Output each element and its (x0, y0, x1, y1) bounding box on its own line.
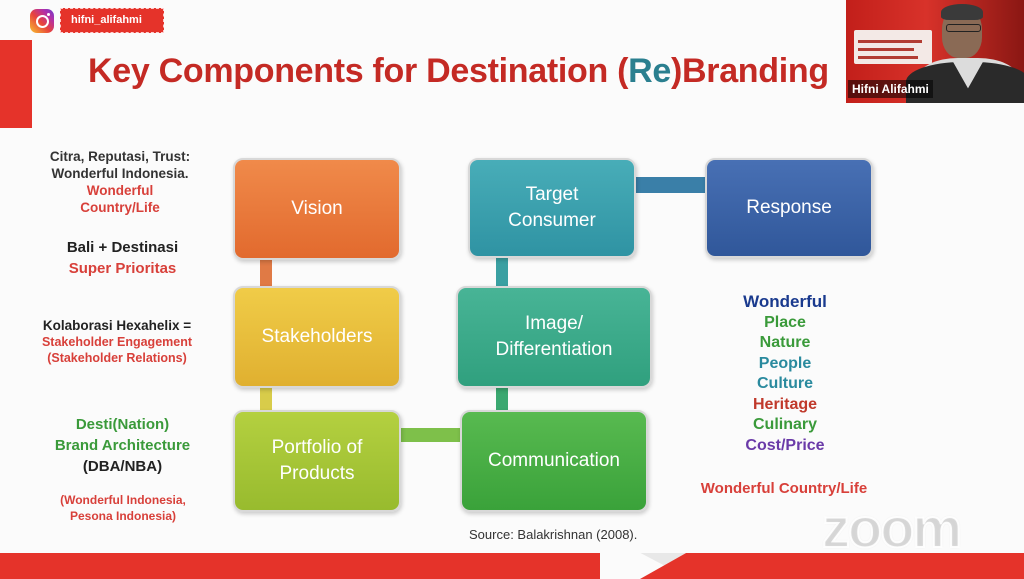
communication-label: Communication (488, 450, 620, 471)
note-line: Pesona Indonesia) (69, 509, 177, 523)
note-line: (Stakeholder Relations) (47, 351, 187, 365)
connector-target-response (634, 177, 710, 193)
title-part-2: )Branding (670, 52, 829, 90)
note-line: Desti(Nation) (75, 416, 170, 433)
note-line: Wonderful Indonesia. (51, 166, 189, 181)
list-item: Wonderful (743, 292, 827, 311)
image-label-2: Differentiation (495, 339, 613, 360)
note-line: Country/Life (80, 200, 160, 215)
wonderful-tagline: Wonderful Country/Life (700, 480, 868, 497)
source-citation: Source: Balakrishnan (2008). (469, 527, 638, 542)
instagram-handle: hifni_alifahmi (60, 8, 164, 33)
connector-vision-stakeholders (260, 256, 272, 290)
list-item: Cost/Price (745, 436, 825, 454)
response-label: Response (746, 197, 832, 218)
connector-target-image (496, 254, 508, 288)
note-line: Wonderful (86, 183, 154, 198)
vision-label: Vision (291, 198, 343, 219)
webcam-video-tile[interactable]: Hifni Alifahmi (846, 0, 1024, 103)
poster-line (858, 48, 914, 51)
image-label-1: Image/ (524, 313, 584, 334)
connector-stakeholders-portfolio (260, 384, 272, 414)
stakeholders-label: Stakeholders (261, 326, 373, 347)
communication-box: Communication (460, 410, 648, 512)
bottom-red-stripe-left (0, 553, 600, 579)
list-item: Heritage (752, 395, 818, 413)
target-label-2: Consumer (508, 210, 596, 231)
person-glasses (946, 24, 981, 32)
note-line: (Wonderful Indonesia, (60, 493, 186, 507)
bottom-red-stripe-right (640, 553, 1024, 579)
participant-name: Hifni Alifahmi (848, 80, 933, 98)
note-line: Super Prioritas (68, 260, 177, 277)
instagram-tag: hifni_alifahmi (30, 8, 164, 33)
target-label-1: Target (525, 184, 579, 205)
left-accent-bar (0, 40, 32, 128)
portfolio-label-2: Products (279, 463, 355, 484)
poster-line (858, 40, 922, 43)
title-re: Re (628, 52, 671, 90)
note-line: Citra, Reputasi, Trust: (49, 149, 191, 164)
left-note-architecture: Desti(Nation) Brand Architecture (DBA/NB… (30, 414, 215, 477)
left-note-destinations: Bali + Destinasi Super Prioritas (30, 237, 215, 279)
zoom-watermark: zoom (821, 495, 963, 560)
slide-title: Key Components for Destination (Re)Brand… (88, 52, 829, 91)
note-line: Brand Architecture (54, 437, 191, 454)
connector-portfolio-communication (398, 428, 464, 442)
list-item: Nature (759, 334, 811, 351)
instagram-icon (30, 8, 54, 33)
title-part-1: Key Components for Destination ( (88, 52, 629, 90)
vision-box: Vision (233, 158, 401, 260)
portfolio-label-1: Portfolio of (271, 437, 363, 458)
stakeholders-box: Stakeholders (233, 286, 401, 388)
note-line: Kolaborasi Hexahelix = (42, 318, 192, 333)
list-item: Culture (757, 375, 813, 392)
list-item: Place (764, 313, 806, 331)
poster-line (858, 56, 918, 59)
left-note-hexahelix: Kolaborasi Hexahelix = Stakeholder Engag… (22, 318, 212, 366)
list-item: Culinary (752, 416, 817, 433)
wonderful-list: Wonderful Place Nature People Culture He… (725, 292, 845, 456)
note-line: (DBA/NBA) (82, 458, 163, 475)
person-hair (941, 4, 983, 20)
image-differentiation-box: Image/ Differentiation (456, 286, 652, 388)
portfolio-box: Portfolio of Products (233, 410, 401, 512)
target-consumer-box: Target Consumer (468, 158, 636, 258)
connector-image-communication (496, 384, 508, 414)
list-item: People (758, 354, 812, 372)
note-line: Bali + Destinasi (66, 239, 179, 256)
left-note-brand: Citra, Reputasi, Trust: Wonderful Indone… (30, 148, 210, 216)
response-box: Response (705, 158, 873, 258)
note-line: Stakeholder Engagement (41, 335, 193, 349)
left-note-campaigns: (Wonderful Indonesia, Pesona Indonesia) (28, 492, 218, 524)
